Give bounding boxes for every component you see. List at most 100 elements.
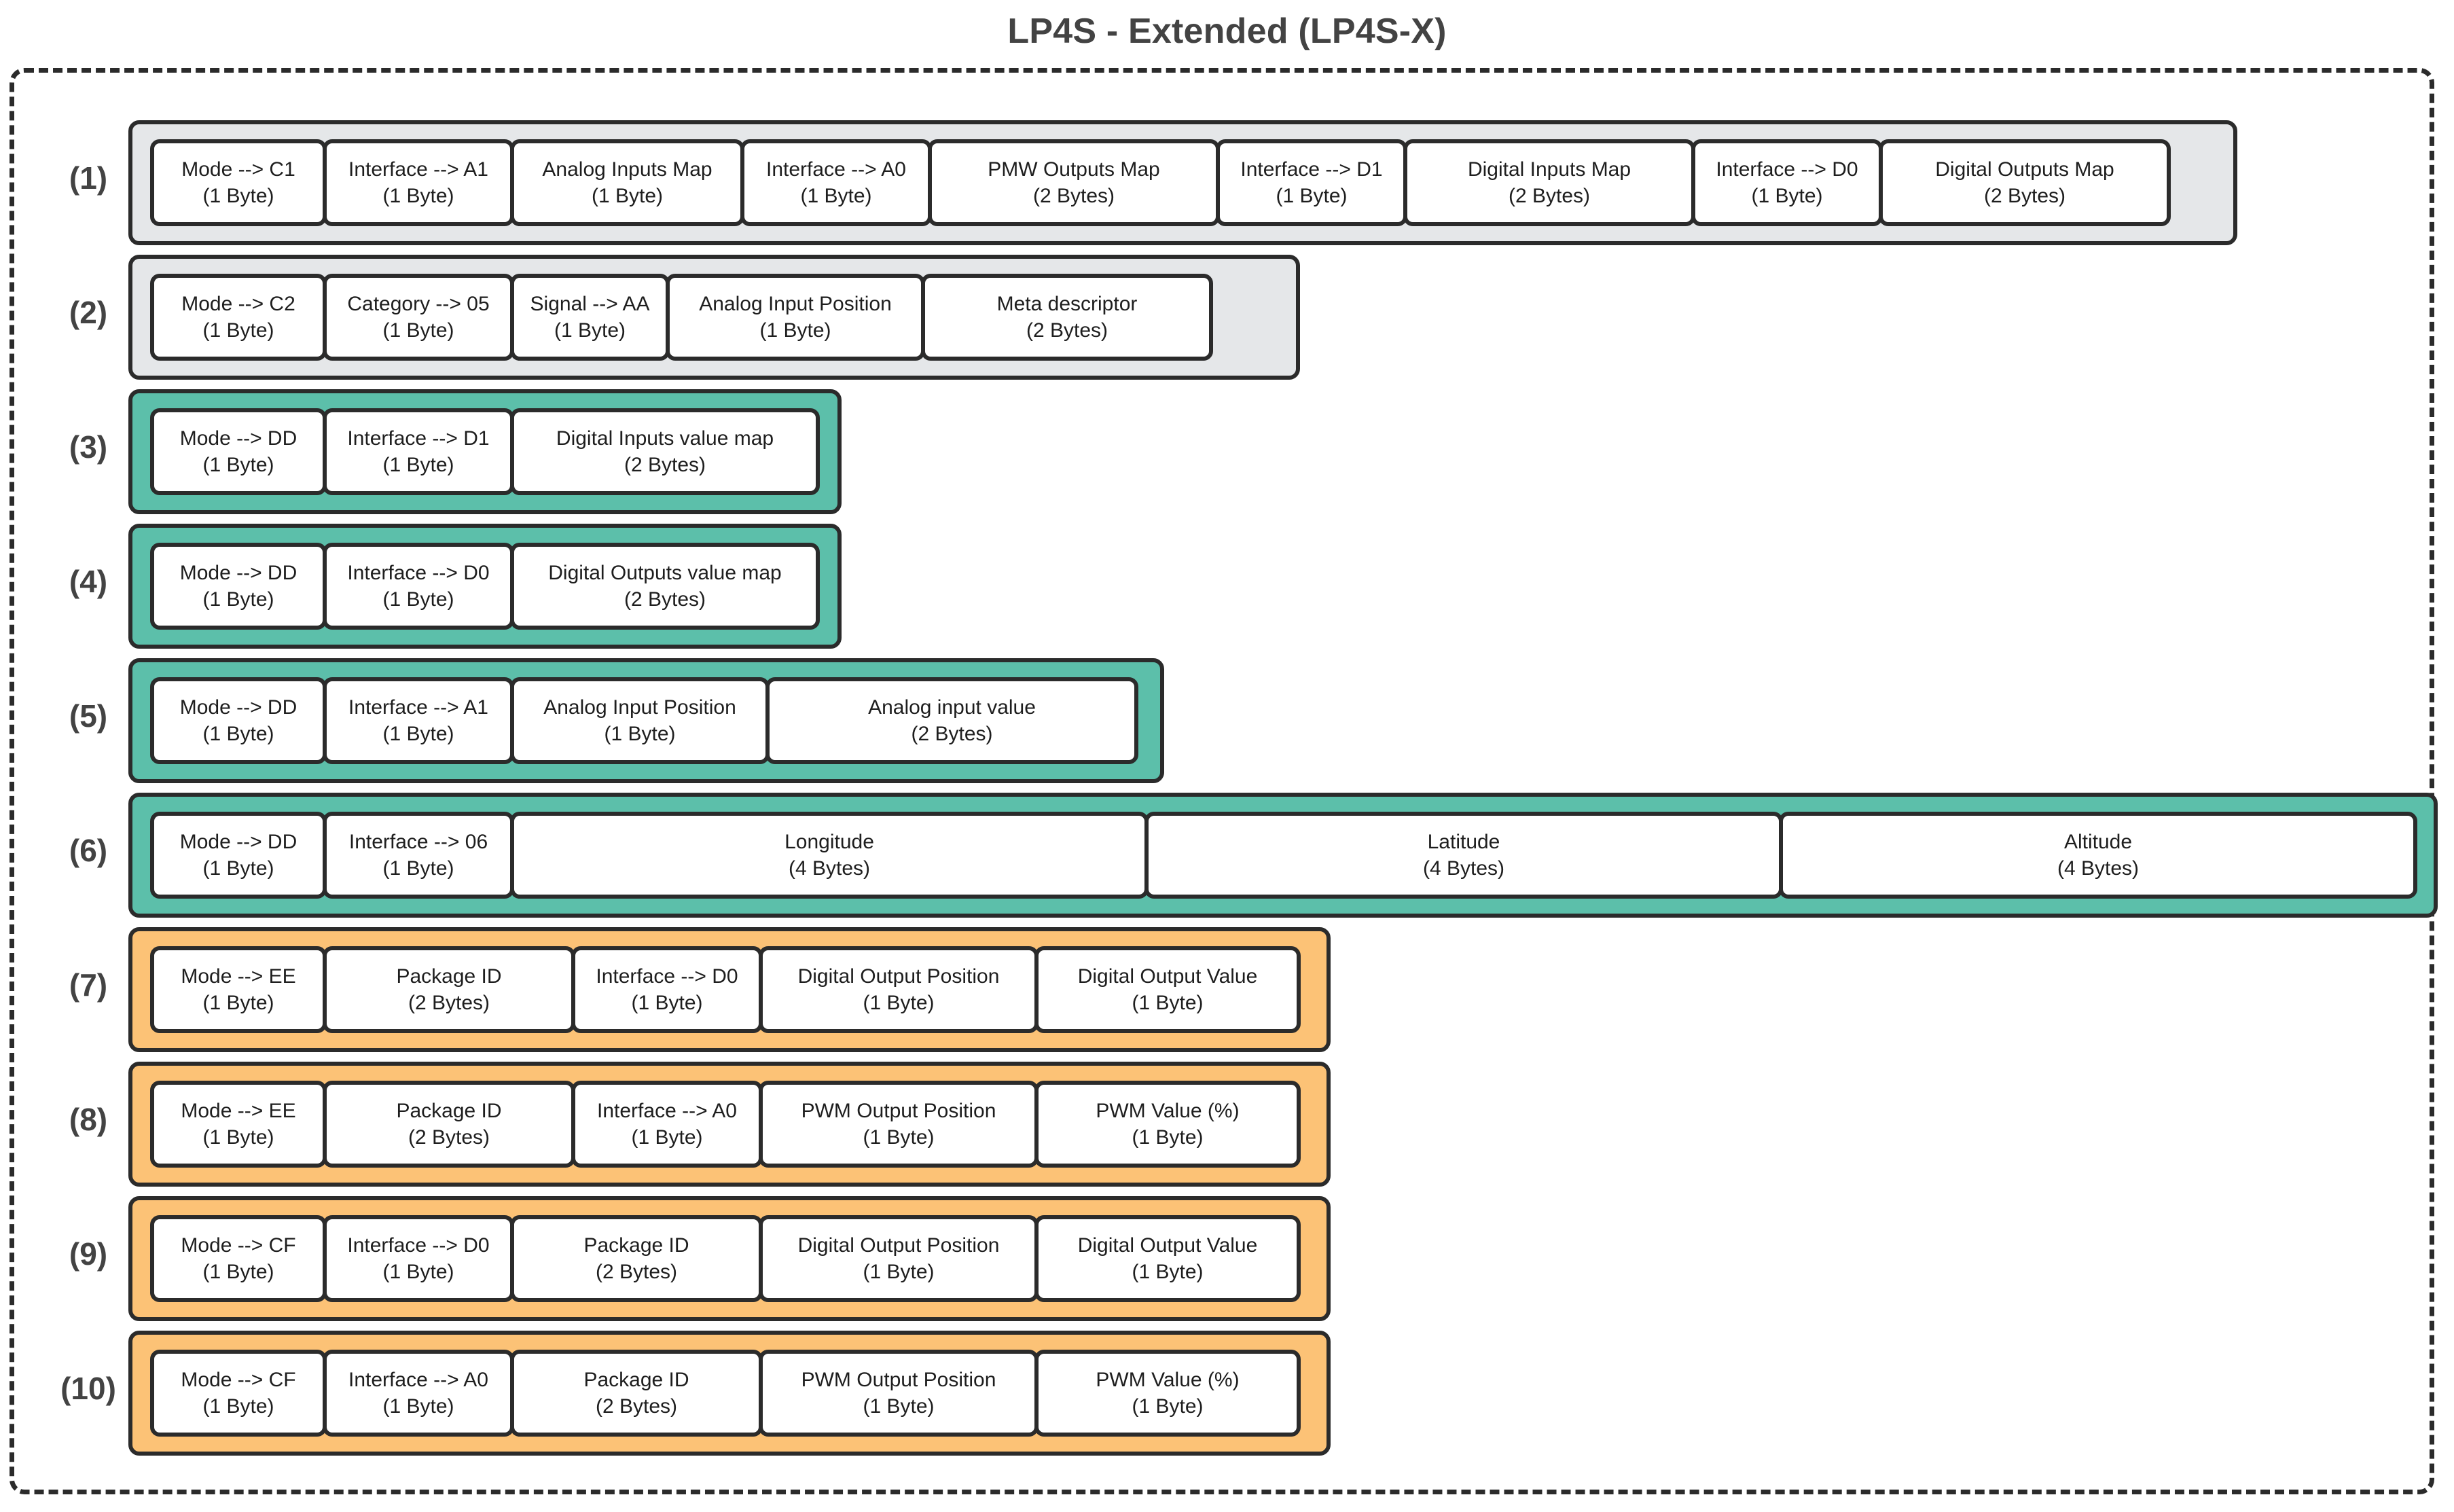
packet-field[interactable]: Longitude(4 Bytes) xyxy=(510,812,1149,899)
packet-field-size: (2 Bytes) xyxy=(595,1261,678,1283)
packet-field-name: Interface --> A1 xyxy=(348,696,488,719)
packet-field-size: (2 Bytes) xyxy=(624,454,706,476)
packet-field[interactable]: Package ID(2 Bytes) xyxy=(510,1350,763,1437)
packet-field[interactable]: Digital Output Value(1 Byte) xyxy=(1034,1215,1301,1302)
packet-field-name: Interface --> A0 xyxy=(348,1369,488,1391)
packet-field-size: (4 Bytes) xyxy=(1422,857,1505,880)
packet-field-name: Package ID xyxy=(396,1100,502,1122)
packet-field[interactable]: PWM Value (%) (1 Byte) xyxy=(1034,1350,1301,1437)
packet-field-size: (1 Byte) xyxy=(631,1126,703,1149)
packet-field-name: Digital Output Value xyxy=(1077,965,1258,988)
packet-field-size: (1 Byte) xyxy=(202,1395,274,1418)
packet-field[interactable]: Package ID(2 Bytes) xyxy=(323,1081,575,1168)
packet-field[interactable]: Category --> 05(1 Byte) xyxy=(323,274,514,361)
row-number-label: (7) xyxy=(69,967,108,1003)
packet-field[interactable]: PMW Outputs Map(2 Bytes) xyxy=(928,139,1220,226)
packet-field[interactable]: Package ID(2 Bytes) xyxy=(510,1215,763,1302)
packet-field[interactable]: Mode --> C2(1 Byte) xyxy=(150,274,327,361)
packet-field-list: Mode --> DD(1 Byte)Interface --> D0(1 By… xyxy=(150,543,820,630)
packet-field-name: Interface --> A0 xyxy=(597,1100,737,1122)
packet-field-size: (2 Bytes) xyxy=(1508,185,1591,207)
packet-field-size: (4 Bytes) xyxy=(2057,857,2140,880)
packet-row[interactable]: Mode --> CF(1 Byte)Interface --> A0(1 By… xyxy=(128,1331,1331,1456)
packet-field[interactable]: Analog Inputs Map(1 Byte) xyxy=(510,139,744,226)
packet-row[interactable]: Mode --> DD(1 Byte)Interface --> D0(1 By… xyxy=(128,524,842,649)
packet-row[interactable]: Mode --> DD(1 Byte)Interface --> A1(1 By… xyxy=(128,658,1164,783)
packet-field[interactable]: Interface --> 06(1 Byte) xyxy=(323,812,514,899)
packet-field-name: Digital Inputs Map xyxy=(1467,158,1631,181)
packet-row[interactable]: Mode --> EE(1 Byte)Package ID(2 Bytes)In… xyxy=(128,1062,1331,1187)
packet-field[interactable]: PWM Output Position(1 Byte) xyxy=(759,1081,1039,1168)
packet-field[interactable]: Latitude(4 Bytes) xyxy=(1144,812,1783,899)
packet-field-name: Mode --> DD xyxy=(179,427,297,450)
packet-field-name: Interface --> D0 xyxy=(1716,158,1858,181)
packet-field-name: Interface --> D0 xyxy=(596,965,738,988)
packet-field[interactable]: PWM Output Position(1 Byte) xyxy=(759,1350,1039,1437)
packet-field[interactable]: Altitude(4 Bytes) xyxy=(1779,812,2417,899)
packet-field[interactable]: Interface --> A1(1 Byte) xyxy=(323,677,514,764)
packet-field[interactable]: Mode --> DD(1 Byte) xyxy=(150,677,327,764)
packet-field[interactable]: Interface --> D1(1 Byte) xyxy=(323,408,514,495)
packet-field[interactable]: Package ID(2 Bytes) xyxy=(323,946,575,1033)
packet-field[interactable]: Digital Output Value(1 Byte) xyxy=(1034,946,1301,1033)
packet-row[interactable]: Mode --> DD(1 Byte)Interface --> 06(1 By… xyxy=(128,793,2438,918)
page-title: LP4S - Extended (LP4S-X) xyxy=(1007,12,1447,51)
packet-row[interactable]: Mode --> EE(1 Byte)Package ID(2 Bytes)In… xyxy=(128,927,1331,1052)
packet-field-name: PWM Value (%) xyxy=(1096,1369,1240,1391)
packet-field[interactable]: Mode --> DD(1 Byte) xyxy=(150,812,327,899)
packet-field[interactable]: Digital Inputs value map(2 Bytes) xyxy=(510,408,820,495)
packet-field[interactable]: Signal --> AA(1 Byte) xyxy=(510,274,670,361)
row-number-label: (1) xyxy=(69,160,108,196)
packet-field[interactable]: Mode --> EE(1 Byte) xyxy=(150,946,327,1033)
packet-field-name: Analog Input Position xyxy=(699,293,892,315)
packet-field[interactable]: Meta descriptor(2 Bytes) xyxy=(921,274,1213,361)
packet-field[interactable]: Digital Inputs Map (2 Bytes) xyxy=(1403,139,1695,226)
packet-field-size: (1 Byte) xyxy=(800,185,872,207)
packet-field-name: Package ID xyxy=(583,1369,689,1391)
row-number-label: (10) xyxy=(60,1371,116,1406)
packet-field[interactable]: Interface --> A0(1 Byte) xyxy=(323,1350,514,1437)
packet-field[interactable]: Interface --> A1(1 Byte) xyxy=(323,139,514,226)
packet-field[interactable]: Interface --> D0(1 Byte) xyxy=(571,946,763,1033)
packet-field-name: PWM Output Position xyxy=(801,1369,996,1391)
packet-field-name: PMW Outputs Map xyxy=(988,158,1160,181)
packet-field-size: (1 Byte) xyxy=(1132,1395,1204,1418)
packet-field-size: (1 Byte) xyxy=(202,857,274,880)
packet-field[interactable]: Digital Outputs Map(2 Bytes) xyxy=(1879,139,2171,226)
packet-field[interactable]: Mode --> CF(1 Byte) xyxy=(150,1350,327,1437)
packet-field[interactable]: Mode --> CF(1 Byte) xyxy=(150,1215,327,1302)
packet-rows-container: (1)Mode --> C1(1 Byte)Interface --> A1(1… xyxy=(14,73,2438,1490)
row-number-label: (4) xyxy=(69,564,108,599)
packet-row[interactable]: Mode --> DD(1 Byte)Interface --> D1(1 By… xyxy=(128,389,842,514)
packet-field[interactable]: Interface --> D0(1 Byte) xyxy=(323,1215,514,1302)
packet-field[interactable]: Analog Input Position(1 Byte) xyxy=(666,274,925,361)
packet-field-size: (1 Byte) xyxy=(382,1261,454,1283)
packet-field[interactable]: Digital Outputs value map(2 Bytes) xyxy=(510,543,820,630)
packet-field[interactable]: Mode --> DD(1 Byte) xyxy=(150,408,327,495)
row-number-label: (6) xyxy=(69,833,108,868)
packet-field[interactable]: Mode --> C1(1 Byte) xyxy=(150,139,327,226)
packet-field[interactable]: PWM Value (%)(1 Byte) xyxy=(1034,1081,1301,1168)
packet-field[interactable]: Analog Input Position(1 Byte) xyxy=(510,677,770,764)
packet-field-name: Interface --> 06 xyxy=(348,831,488,853)
packet-field-name: Digital Output Position xyxy=(797,965,1000,988)
packet-field[interactable]: Analog input value(2 Bytes) xyxy=(765,677,1138,764)
packet-field[interactable]: Mode --> DD(1 Byte) xyxy=(150,543,327,630)
packet-field-name: Interface --> D1 xyxy=(347,427,490,450)
packet-row[interactable]: Mode --> CF(1 Byte)Interface --> D0(1 By… xyxy=(128,1196,1331,1321)
packet-field-size: (1 Byte) xyxy=(591,185,664,207)
packet-row[interactable]: Mode --> C2(1 Byte)Category --> 05(1 Byt… xyxy=(128,255,1300,380)
packet-field[interactable]: Digital Output Position(1 Byte) xyxy=(759,1215,1039,1302)
row-number-label: (5) xyxy=(69,698,108,734)
packet-field[interactable]: Interface --> A0(1 Byte) xyxy=(740,139,932,226)
packet-field[interactable]: Interface --> D0(1 Byte) xyxy=(1691,139,1883,226)
packet-field[interactable]: Interface --> D0(1 Byte) xyxy=(323,543,514,630)
packet-field[interactable]: Mode --> EE(1 Byte) xyxy=(150,1081,327,1168)
packet-field-name: Mode --> EE xyxy=(181,1100,296,1122)
packet-field[interactable]: Interface --> A0 (1 Byte) xyxy=(571,1081,763,1168)
packet-field[interactable]: Digital Output Position(1 Byte) xyxy=(759,946,1039,1033)
packet-field-name: Meta descriptor xyxy=(996,293,1138,315)
packet-row[interactable]: Mode --> C1(1 Byte)Interface --> A1(1 By… xyxy=(128,120,2237,245)
packet-field[interactable]: Interface --> D1(1 Byte) xyxy=(1216,139,1407,226)
packet-field-name: Mode --> C1 xyxy=(181,158,295,181)
